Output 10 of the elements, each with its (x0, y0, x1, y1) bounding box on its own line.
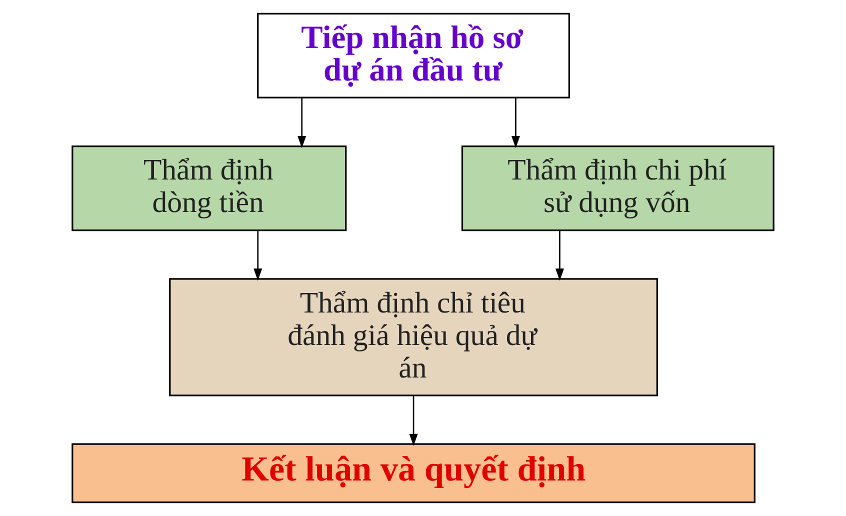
arrow (511, 98, 520, 148)
node-box: Kết luận và quyết định (72, 443, 756, 504)
arrow (254, 230, 262, 281)
node-box: Thẩm định chi phí sử dụng vốn (461, 146, 774, 232)
node-box: Thẩm định chỉ tiêu đánh giá hiệu quả dự án (169, 278, 658, 396)
arrow (298, 98, 306, 148)
arrow (409, 396, 418, 446)
node-box: Tiếp nhận hồ sơ dự án đầu tư (257, 12, 570, 98)
arrow (555, 230, 564, 281)
node-box: Thẩm định dòng tiền (72, 146, 347, 232)
